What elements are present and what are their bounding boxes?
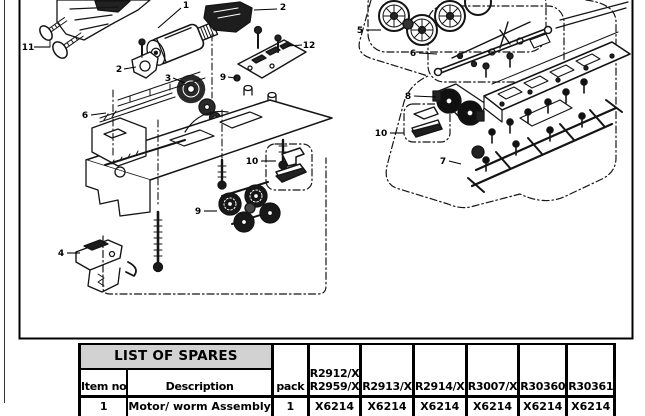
part-number-label: 3 [165, 74, 171, 84]
part-number-label: 2 [280, 3, 286, 13]
loco-body-top-part [56, 0, 151, 41]
part-leader-line [157, 7, 182, 29]
column-header-description: Description [126, 368, 274, 398]
part-number-label: 10 [375, 129, 388, 139]
part-number-label: 6 [82, 111, 88, 121]
cell-pack: 1 [270, 395, 310, 416]
part-number-label: 7 [440, 157, 446, 167]
diagram-frame [18, 0, 634, 340]
front-bogie-part-9 [218, 181, 281, 233]
bracket-box-part-10-left [265, 143, 313, 191]
column-header-part-number: R2914/X [411, 343, 468, 398]
alignment-axes [112, 33, 223, 206]
part-leader-line [172, 77, 186, 84]
part-leader-line [413, 95, 437, 98]
part-number-label: 9 [195, 207, 201, 217]
coupling-rods-part-6 [433, 21, 553, 78]
cell-part-number: X6214 [306, 395, 362, 416]
part-leader-line [253, 8, 278, 11]
column-header-part-number: R30361 [565, 343, 616, 398]
part-number-label: 5 [357, 26, 363, 36]
part-leader-line [418, 52, 438, 55]
cell-description: Motor/ worm Assembly [126, 395, 274, 416]
wheelset-boundary [367, 0, 547, 53]
pcb-part-12 [233, 25, 307, 102]
part-leader-line [286, 44, 303, 47]
part-leader-line [227, 76, 236, 79]
cell-part-number: X6214 [464, 395, 520, 416]
part-number-label: 11 [22, 43, 35, 53]
driving-wheels-part-5 [378, 0, 492, 46]
cell-part-number: X6214 [517, 395, 568, 416]
pickup-strips-part-6 [99, 71, 206, 123]
loco-chassis-moulding [85, 99, 333, 217]
motor-bracket-part-2 [131, 38, 159, 79]
part-leader-line [90, 112, 107, 116]
part-leader-line [448, 160, 462, 165]
column-header-part-number: R2913/X [359, 343, 415, 398]
part-number-label: 2 [116, 65, 122, 75]
part-number-label: 4 [58, 249, 64, 259]
part-number-label: 10 [246, 157, 259, 167]
buffers-part-11 [39, 17, 84, 59]
cell-part-number: X6214 [411, 395, 468, 416]
tender-chassis-part-7 [467, 1, 631, 193]
column-header-part-number: R30360 [517, 343, 568, 398]
column-header-item-no: Item no [78, 368, 129, 398]
roof-part-2 [203, 1, 253, 33]
part-number-label: 9 [220, 73, 226, 83]
service-sheet-page: { "colors": { "ink": "#000000", "table_h… [4, 0, 634, 416]
coupling-assembly-part-4 [75, 239, 137, 293]
loco-boundary [102, 157, 327, 295]
column-header-pack: pack [270, 343, 310, 398]
tender-boundary [358, 0, 617, 209]
cell-part-number: X6214 [565, 395, 616, 416]
cell-item-no: 1 [78, 395, 129, 416]
diagram-artwork [39, 0, 631, 295]
column-header-part-number: R3007/X [464, 343, 520, 398]
part-leader-line [123, 66, 137, 70]
part-number-label: 1 [183, 1, 189, 11]
cell-part-number: X6214 [359, 395, 415, 416]
pony-truck-part-8 [432, 83, 487, 126]
part-number-label: 8 [405, 92, 411, 102]
table-title: LIST OF SPARES [78, 343, 274, 370]
part-number-label: 6 [410, 49, 416, 59]
part-number-label: 12 [303, 41, 316, 51]
bracket-box-part-10-right [403, 103, 451, 143]
